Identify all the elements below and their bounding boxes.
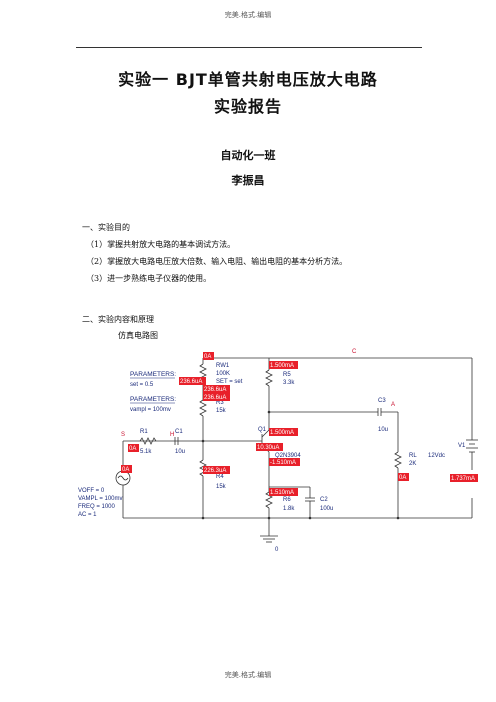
- current-rw1-top: 0A: [204, 354, 211, 360]
- page-footer: 完美.格式.编辑: [224, 671, 272, 679]
- header-rule: [76, 47, 422, 48]
- ground-label: 0: [275, 547, 279, 553]
- current-rw1-left: 236.6uA: [180, 379, 202, 385]
- rw1-label: RW1: [216, 363, 230, 369]
- figure-caption: 仿真电路图: [118, 331, 158, 340]
- node-c-label: C: [352, 349, 357, 355]
- r3-label: R3: [216, 400, 224, 406]
- c1-value: 10u: [175, 449, 185, 455]
- r4-value: 15k: [216, 484, 227, 490]
- r5-label: R5: [283, 372, 291, 378]
- q1-model: Q2N3904: [275, 453, 301, 459]
- r5-value: 3.3k: [283, 380, 295, 386]
- current-rw1-right: 236.6uA: [204, 387, 226, 393]
- c2-label: C2: [320, 497, 328, 503]
- current-r6: 1.510mA: [270, 490, 294, 496]
- r3-value: 15k: [216, 408, 227, 414]
- rl-label: RL: [409, 453, 417, 459]
- params1-value: set = 0.5: [130, 382, 154, 388]
- objective-item: （2）掌握放大电路电压放大倍数、输入电阻、输出电阻的基本分析方法。: [86, 257, 348, 266]
- r4-label: R4: [216, 474, 224, 480]
- current-v1: 1.737mA: [451, 476, 475, 482]
- source-freq: FREQ = 1000: [78, 504, 116, 510]
- c2-value: 100u: [320, 506, 333, 512]
- rw1-value: 100K: [216, 371, 230, 377]
- node-s-label: S: [121, 432, 125, 438]
- params2-value: vampl = 100mv: [130, 407, 171, 413]
- current-q1-collector: 1.500mA: [270, 430, 294, 436]
- current-rl: 0A: [399, 475, 406, 481]
- params1-title: PARAMETERS:: [130, 371, 176, 378]
- current-r5: 1.500mA: [270, 363, 294, 369]
- c1-label: C1: [175, 429, 183, 435]
- v1-label: V1: [458, 443, 466, 449]
- source-vampl: VAMPL = 100mv: [78, 496, 123, 502]
- r6-value: 1.8k: [283, 506, 295, 512]
- rw1-set: SET = set: [216, 379, 243, 385]
- c3-value: 10u: [378, 427, 388, 433]
- current-q1-base: 10.30uA: [257, 445, 279, 451]
- objective-item: （1）掌握共射放大电路的基本调试方法。: [86, 240, 236, 249]
- r1-value: 5.1k: [140, 449, 152, 455]
- current-q1-emitter: -1.510mA: [270, 460, 296, 466]
- node-a-label: A: [391, 402, 395, 408]
- report-subtitle: 实验报告: [213, 97, 282, 116]
- rl-value: 2K: [409, 461, 416, 467]
- r1-label: R1: [140, 429, 148, 435]
- source-voff: VOFF = 0: [78, 488, 105, 494]
- author-class: 自动化一班: [220, 149, 276, 162]
- author-name: 李振昌: [231, 174, 265, 187]
- current-r1: 0A: [129, 446, 136, 452]
- section-heading-objectives: 一、实验目的: [82, 223, 130, 232]
- current-badges: 0A 236.6uA 236.6uA 236.6uA 1.500mA 1.500…: [121, 352, 478, 496]
- current-r4: 226.3uA: [204, 468, 226, 474]
- c3-label: C3: [378, 398, 386, 404]
- source-ac: AC = 1: [78, 512, 97, 518]
- v1-value: 12Vdc: [428, 453, 445, 459]
- node-h-label: H: [170, 432, 174, 438]
- current-r3: 236.6uA: [204, 395, 226, 401]
- current-source: 0A: [122, 467, 129, 473]
- params2-title: PARAMETERS:: [130, 396, 176, 403]
- r6-label: R6: [283, 497, 291, 503]
- q1-label: Q1: [258, 427, 267, 433]
- objective-item: （3）进一步熟练电子仪器的使用。: [86, 274, 212, 283]
- page-header: 完美.格式.编辑: [224, 11, 272, 19]
- report-title: 实验一 BJT单管共射电压放大电路: [118, 70, 378, 89]
- section-heading-content: 二、实验内容和原理: [82, 315, 154, 324]
